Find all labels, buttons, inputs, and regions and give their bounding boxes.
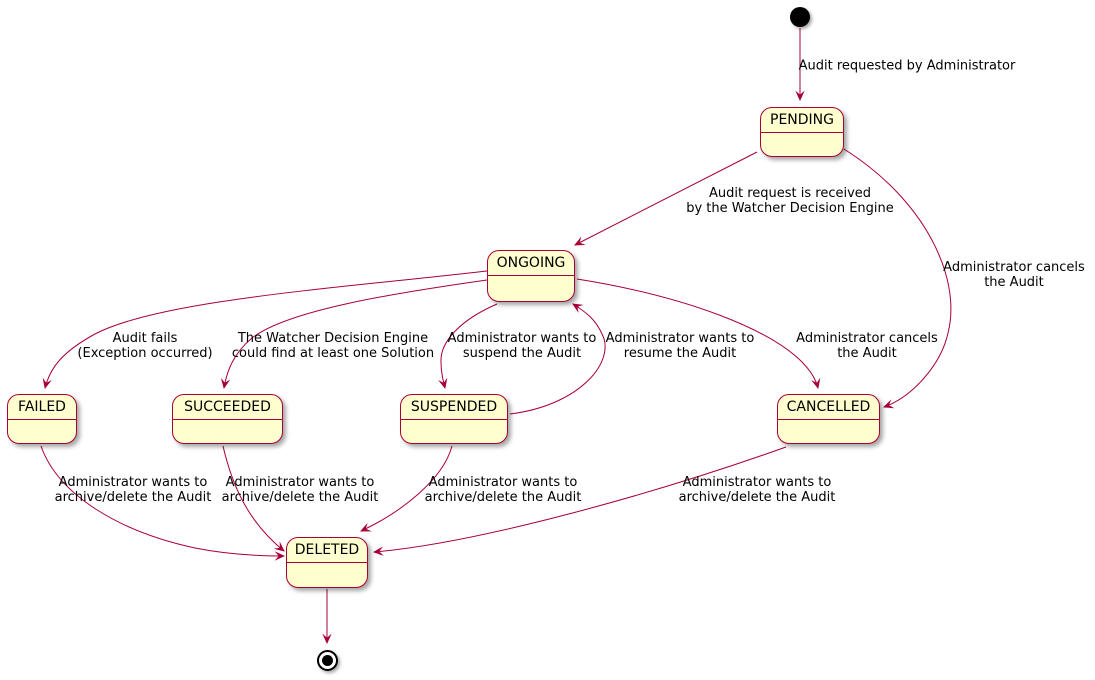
state-deleted: DELETED — [286, 537, 368, 588]
state-cancelled: CANCELLED — [777, 394, 880, 444]
state-suspended: SUSPENDED — [400, 394, 508, 444]
edge-label-cancelled-deleted: Administrator wants to archive/delete th… — [678, 475, 836, 505]
edge-ongoing-to-failed — [42, 270, 488, 390]
state-cancelled-title: CANCELLED — [778, 395, 879, 420]
edge-label-ongoing-cancelled: Administrator cancels the Audit — [796, 331, 938, 361]
state-pending: PENDING — [760, 107, 844, 157]
state-failed-title: FAILED — [8, 395, 76, 420]
state-pending-title: PENDING — [761, 108, 843, 133]
edge-label-succeeded-deleted: Administrator wants to archive/delete th… — [221, 475, 379, 505]
edge-pending-to-ongoing — [574, 151, 758, 246]
initial-state-dot — [790, 7, 810, 27]
edge-label-failed-deleted: Administrator wants to archive/delete th… — [54, 475, 212, 505]
edge-ongoing-to-succeeded — [220, 279, 488, 390]
edge-suspended-to-ongoing — [509, 303, 606, 415]
final-state-dot — [322, 655, 333, 666]
edge-label-suspended-ongoing: Administrator wants to resume the Audit — [605, 331, 755, 361]
edge-label-ongoing-failed: Audit fails (Exception occurred) — [77, 331, 213, 361]
edge-ongoing-to-cancelled — [576, 278, 821, 390]
edge-cancelled-to-deleted — [372, 446, 787, 556]
edge-failed-to-deleted — [40, 445, 286, 561]
state-suspended-title: SUSPENDED — [401, 395, 507, 420]
edge-suspended-to-deleted — [360, 445, 453, 532]
edge-label-suspended-deleted: Administrator wants to archive/delete th… — [424, 475, 582, 505]
state-ongoing: ONGOING — [487, 250, 575, 302]
edge-label-pending-cancelled: Administrator cancels the Audit — [943, 260, 1085, 290]
edge-label-ongoing-succeeded: The Watcher Decision Engine could find a… — [231, 331, 435, 361]
edge-label-pending-ongoing: Audit request is received by the Watcher… — [686, 186, 894, 216]
edge-label-ongoing-suspended: Administrator wants to suspend the Audit — [447, 331, 597, 361]
final-state — [317, 650, 338, 671]
state-failed: FAILED — [7, 394, 77, 444]
state-deleted-title: DELETED — [287, 538, 367, 563]
edge-ongoing-to-suspended — [438, 303, 498, 390]
state-succeeded-title: SUCCEEDED — [173, 395, 282, 420]
state-ongoing-title: ONGOING — [488, 251, 574, 276]
edge-pending-to-cancelled — [843, 148, 952, 409]
edge-label-initial-pending: Audit requested by Administrator — [798, 58, 1016, 74]
state-succeeded: SUCCEEDED — [172, 394, 283, 444]
edge-succeeded-to-deleted — [222, 445, 285, 552]
